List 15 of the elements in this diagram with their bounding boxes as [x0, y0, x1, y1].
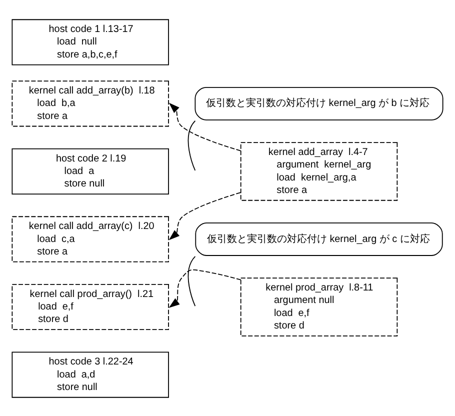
- connector: [188, 255, 196, 306]
- node-box: kernel add_array l.4-7 argument kernel_arg load kernel_arg,a store a: [240, 142, 398, 200]
- arrow: [168, 102, 242, 151]
- node-box: host code 1 l.13-17 load null store a,b,c,e,f: [12, 18, 169, 65]
- node-box: kernel prod_array l.8-11 argument null load e,f store d: [240, 277, 398, 336]
- node-box: host code 2 l.19 load a store null: [12, 148, 169, 194]
- node-box: kernel call add_array(c) l.20 load c,a store a: [12, 216, 169, 262]
- node-box: kernel call add_array(b) l.18 load b,a store a: [12, 80, 169, 126]
- node-box: 仮引数と実引数の対応付け kernel_arg が b に対応: [194, 86, 444, 120]
- arrow: [168, 192, 242, 240]
- connector: [188, 120, 196, 170]
- node-box: kernel call prod_array() l.21 load e,f store d: [12, 283, 169, 330]
- node-box: 仮引数と実引数の対応付け kernel_arg が c に対応: [195, 222, 443, 256]
- node-box: host code 3 l.22-24 load a,d store null: [12, 351, 169, 398]
- arrow: [168, 268, 242, 308]
